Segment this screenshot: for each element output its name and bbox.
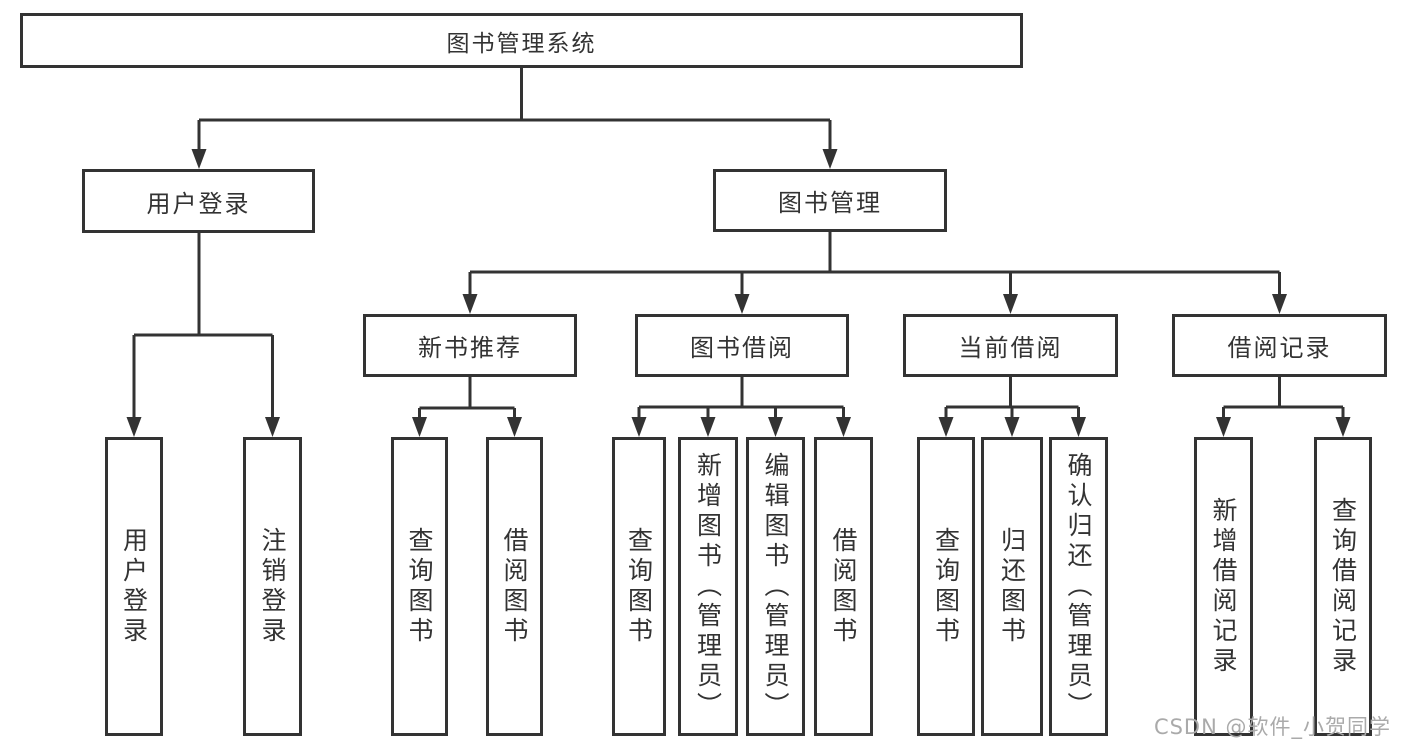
- leaf-return-book: 归还图书: [981, 437, 1043, 736]
- leaf-borrow-query-label: 查询图书: [624, 526, 654, 647]
- leaf-record-query: 查询借阅记录: [1314, 437, 1372, 736]
- leaf-user-login-label: 用户登录: [119, 526, 149, 647]
- leaf-newbook-query-label: 查询图书: [405, 526, 434, 647]
- node-book-mgmt: 图书管理: [713, 169, 947, 232]
- node-book-borrow: 图书借阅: [635, 314, 849, 377]
- connector-current-borrow-to-leaves: [938, 377, 1086, 437]
- leaf-logout: 注销登录: [243, 437, 302, 736]
- leaf-confirm-return-admin-label: 确认归还（管理员）: [1064, 451, 1093, 722]
- connector-borrow-record-to-leaves: [1216, 377, 1351, 437]
- leaf-borrow-book: 借阅图书: [814, 437, 873, 736]
- leaf-record-query-label: 查询借阅记录: [1328, 496, 1358, 677]
- leaf-current-query: 查询图书: [917, 437, 975, 736]
- watermark: CSDN @软件_小贺同学: [1153, 715, 1391, 739]
- leaf-borrow-edit-admin: 编辑图书（管理员）: [746, 437, 805, 736]
- leaf-borrow-add-admin-label: 新增图书（管理员）: [693, 451, 723, 722]
- node-user-login-label: 用户登录: [146, 189, 251, 218]
- leaf-borrow-edit-admin-label: 编辑图书（管理员）: [761, 451, 790, 722]
- leaf-borrow-query: 查询图书: [612, 437, 666, 736]
- leaf-logout-label: 注销登录: [258, 526, 287, 647]
- node-root-label: 图书管理系统: [446, 30, 597, 57]
- leaf-current-query-label: 查询图书: [931, 526, 961, 647]
- connector-user-login-to-leaves: [126, 233, 280, 437]
- node-borrow-record-label: 借阅记录: [1227, 334, 1332, 362]
- leaf-newbook-borrow: 借阅图书: [486, 437, 543, 736]
- leaf-newbook-query: 查询图书: [391, 437, 448, 736]
- leaf-newbook-borrow-label: 借阅图书: [500, 526, 529, 647]
- connector-book-mgmt-to-level3: [462, 232, 1287, 314]
- leaf-record-add: 新增借阅记录: [1194, 437, 1253, 736]
- leaf-return-book-label: 归还图书: [997, 526, 1027, 647]
- leaf-record-add-label: 新增借阅记录: [1209, 496, 1238, 677]
- node-book-mgmt-label: 图书管理: [778, 189, 882, 217]
- connector-new-book-to-leaves: [412, 377, 522, 437]
- node-new-book-recommend-label: 新书推荐: [418, 334, 522, 362]
- node-borrow-record: 借阅记录: [1172, 314, 1387, 377]
- node-new-book-recommend: 新书推荐: [363, 314, 577, 377]
- connector-book-borrow-to-leaves: [631, 377, 851, 437]
- connector-root-to-level2: [191, 68, 838, 169]
- node-book-borrow-label: 图书借阅: [690, 334, 794, 362]
- node-current-borrow-label: 当前借阅: [958, 334, 1063, 362]
- leaf-confirm-return-admin: 确认归还（管理员）: [1049, 437, 1108, 736]
- leaf-borrow-book-label: 借阅图书: [829, 526, 858, 647]
- node-user-login: 用户登录: [82, 169, 315, 233]
- node-root: 图书管理系统: [20, 13, 1023, 68]
- node-current-borrow: 当前借阅: [903, 314, 1118, 377]
- leaf-borrow-add-admin: 新增图书（管理员）: [678, 437, 738, 736]
- leaf-user-login: 用户登录: [105, 437, 163, 736]
